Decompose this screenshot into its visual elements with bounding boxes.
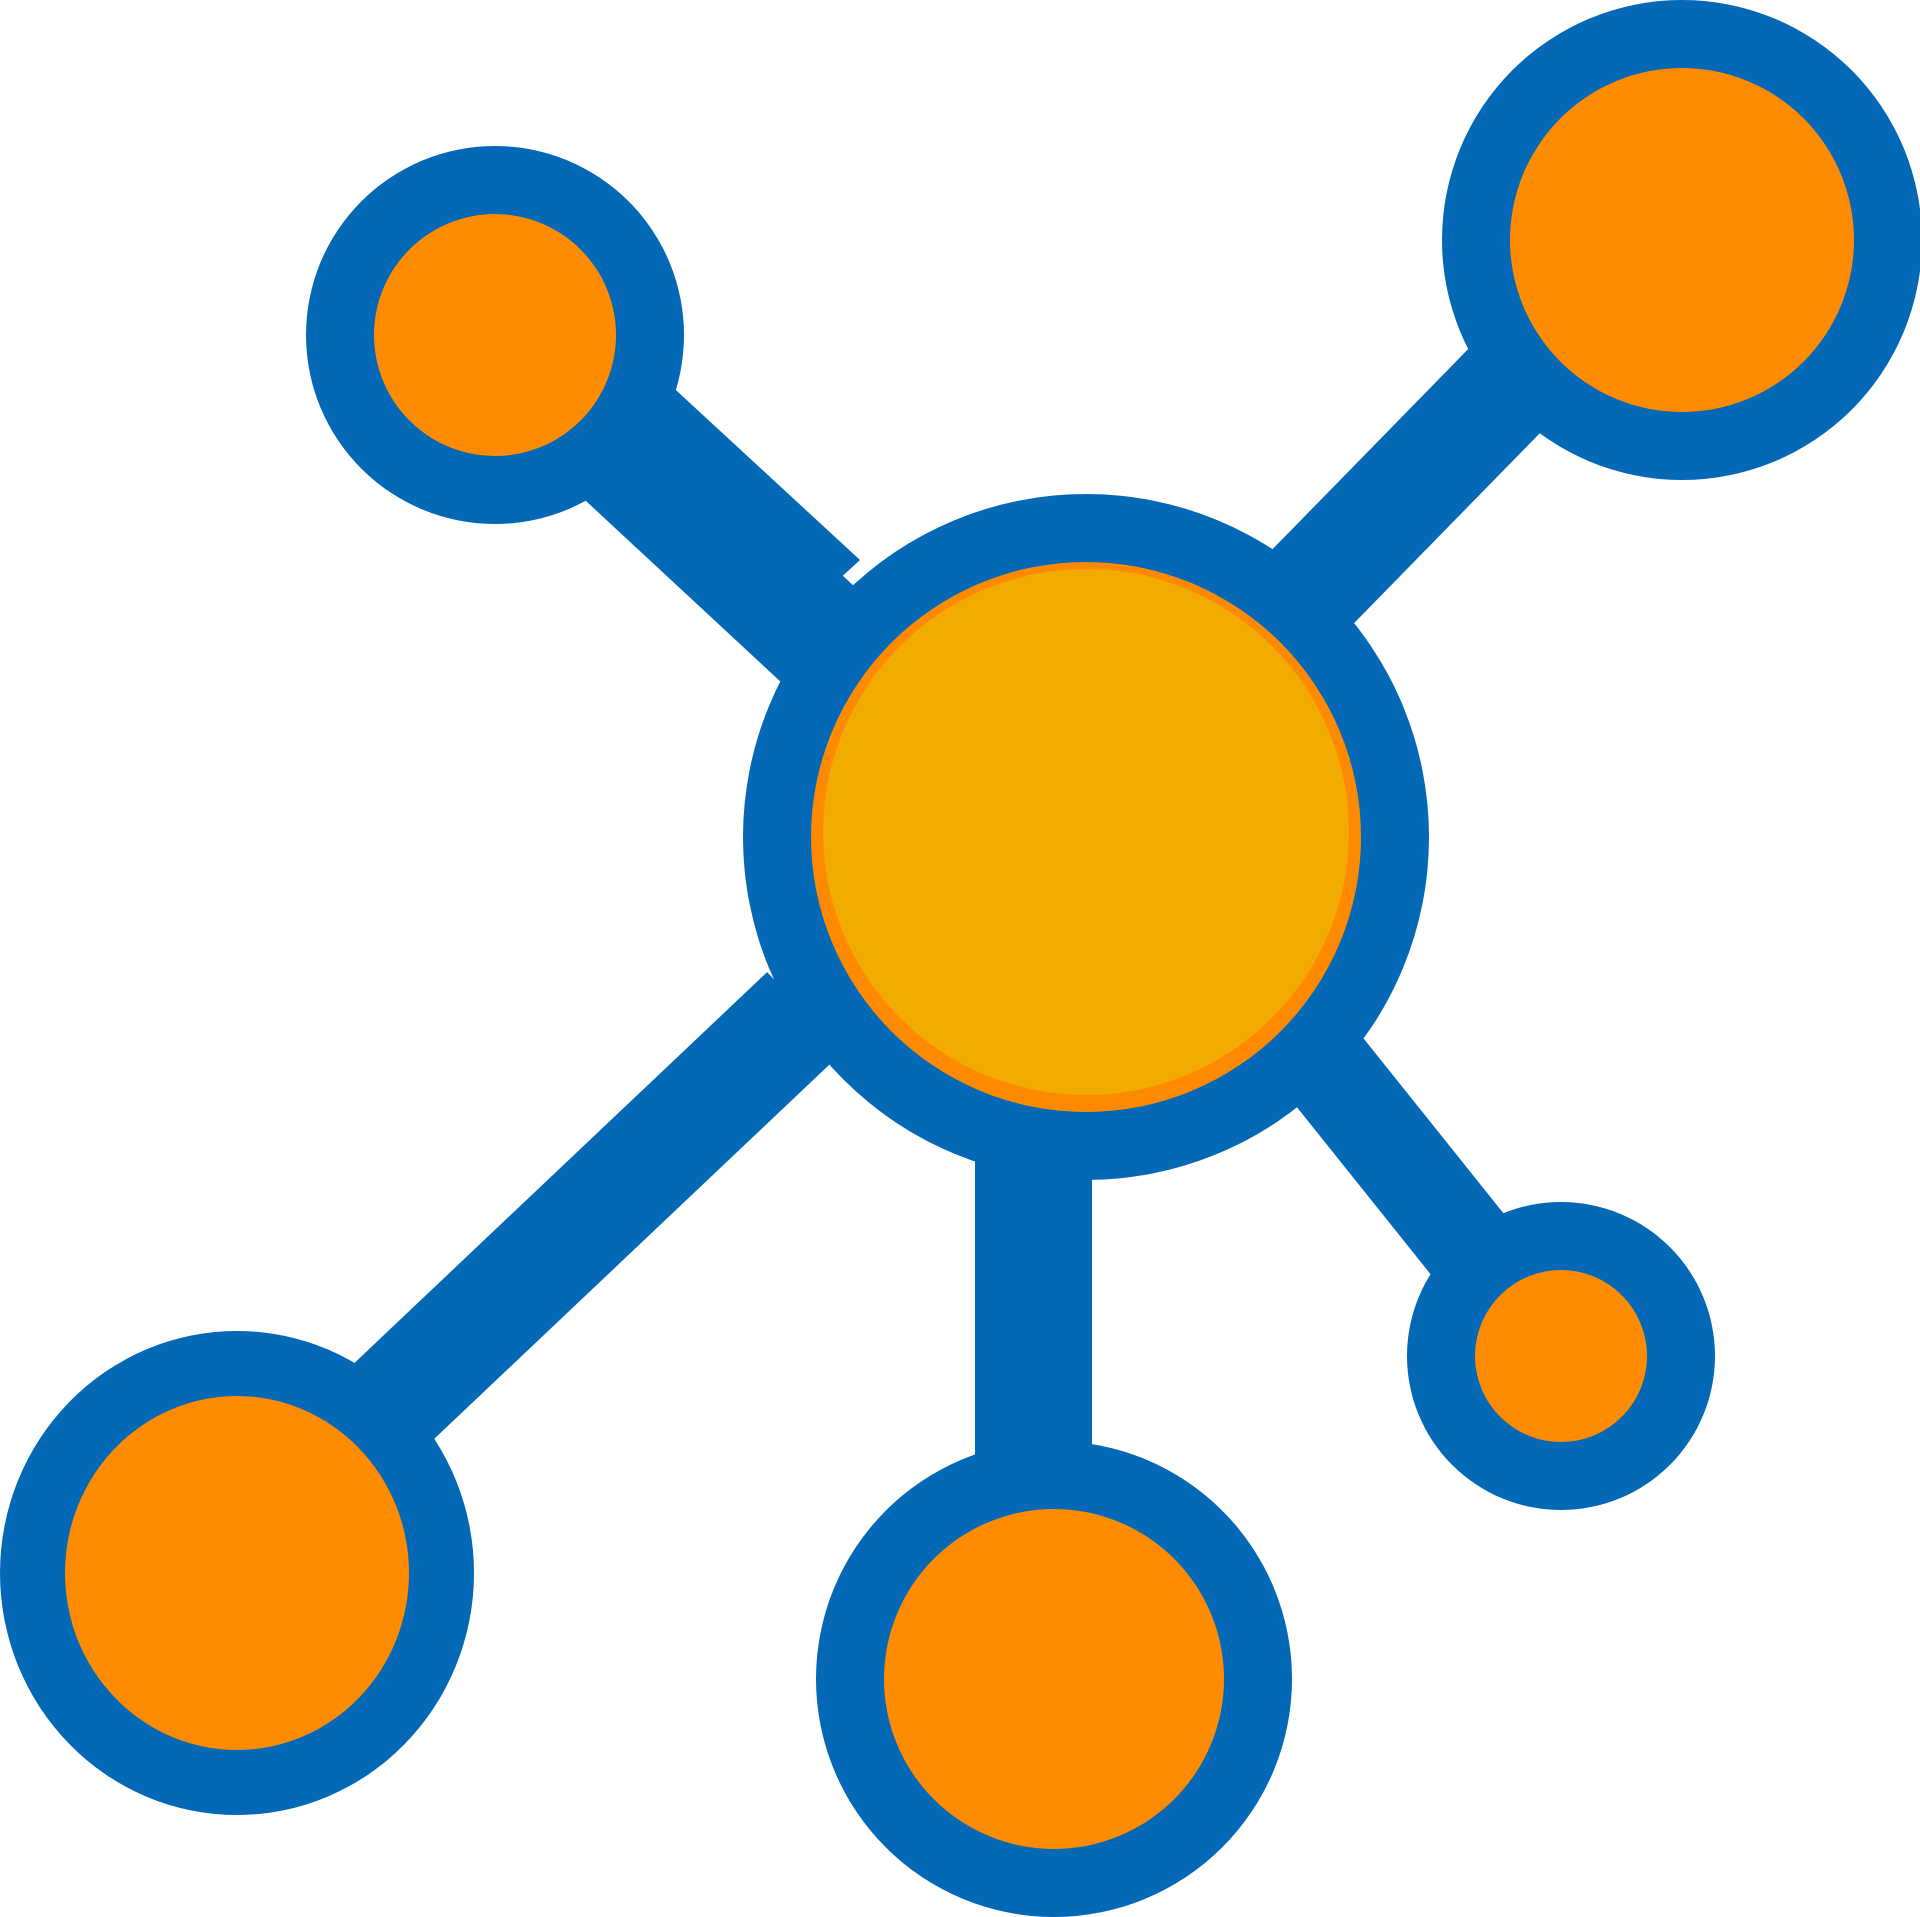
connector-bottom-left-line: [352, 972, 843, 1445]
node-top-right: [1442, 0, 1920, 480]
node-bottom-right: [1407, 1202, 1715, 1510]
node-top-left: [306, 146, 684, 524]
node-hub: [743, 494, 1429, 1180]
node-bottom-center: [816, 1441, 1292, 1917]
connector-top-right-line: [1250, 346, 1550, 649]
node-bottom-left: [0, 1331, 474, 1815]
connector-bottom-right-line: [1282, 1030, 1518, 1290]
